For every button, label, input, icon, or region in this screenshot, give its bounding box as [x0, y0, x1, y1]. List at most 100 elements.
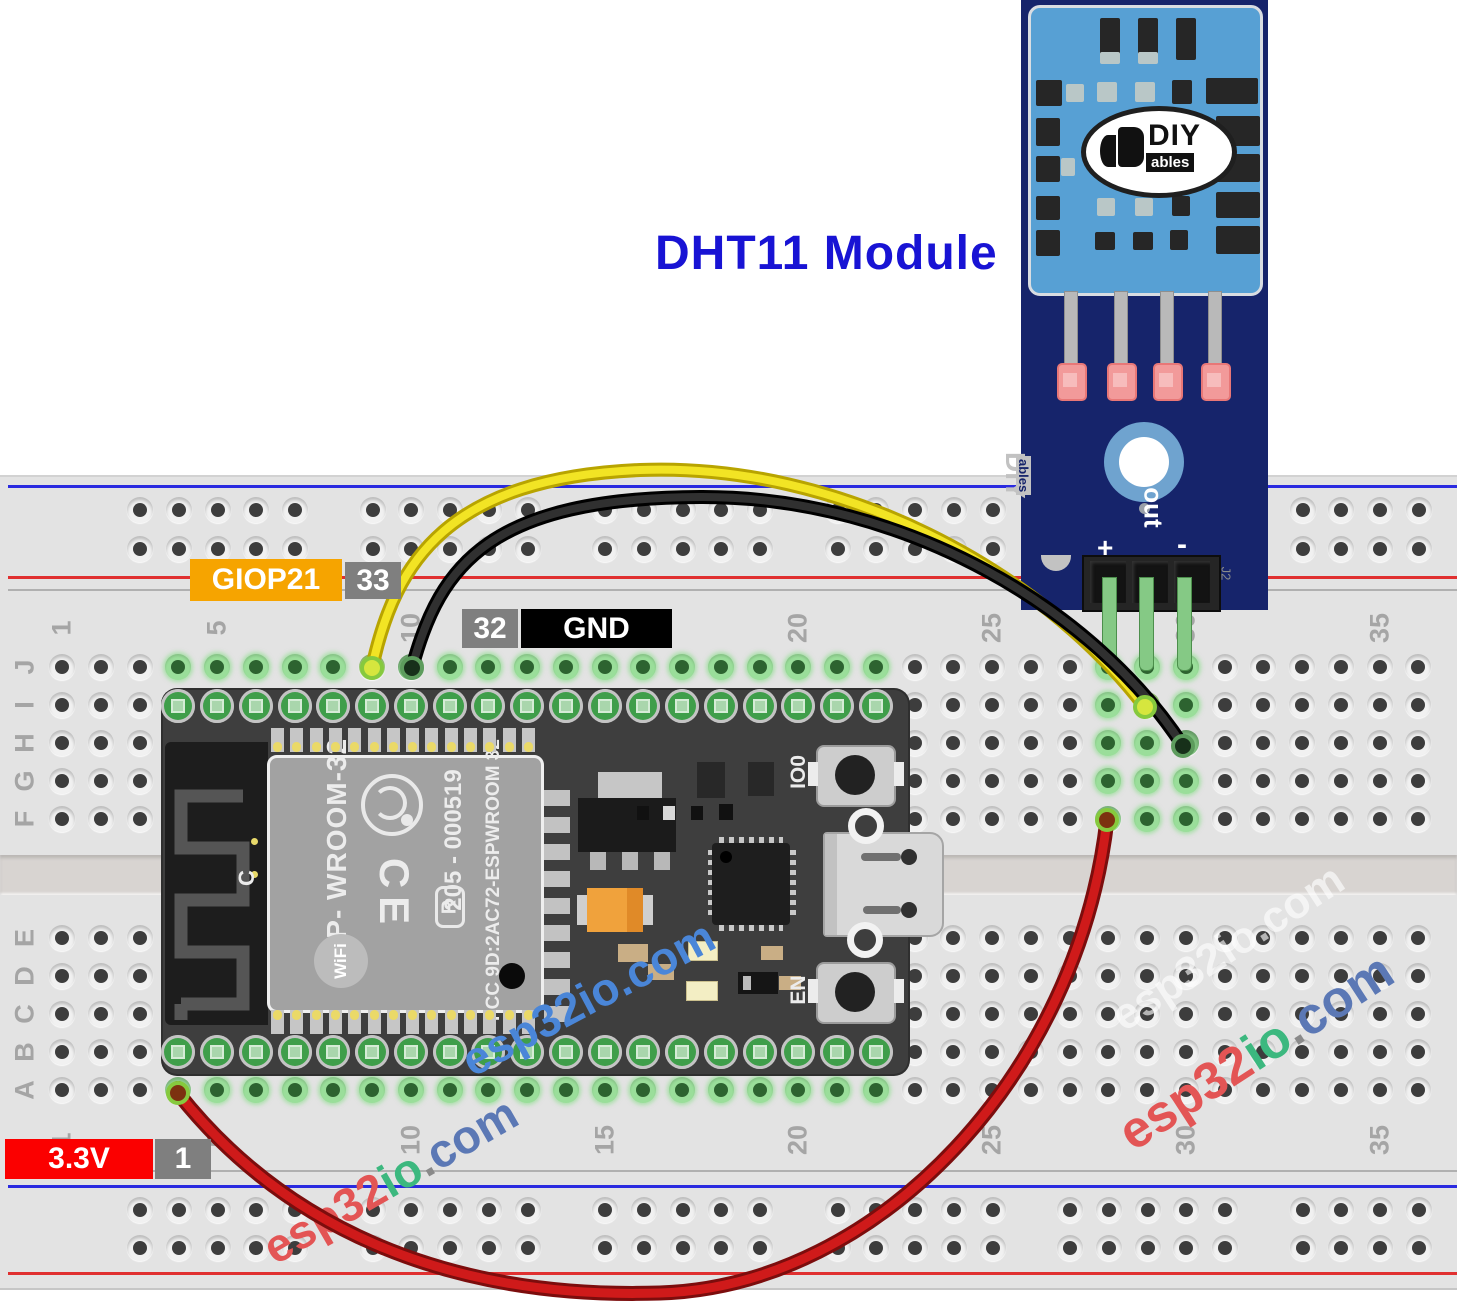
esp32-pin-pad — [200, 1035, 234, 1069]
via-dot — [1139, 503, 1150, 514]
breadboard-hole — [1405, 768, 1432, 794]
breadboard-hole — [940, 1235, 967, 1261]
transistor — [748, 762, 774, 796]
esp32-pin-pad — [548, 689, 583, 723]
esp32-pin-pad — [626, 1035, 661, 1069]
breadboard-hole — [1289, 654, 1315, 680]
breadboard-hole — [243, 1197, 270, 1223]
breadboard-hole — [475, 1197, 502, 1223]
esp32-pin-pad — [858, 689, 893, 723]
breadboard-hole — [49, 806, 75, 832]
breadboard-hole — [979, 730, 1005, 756]
breadboard-hole — [1095, 1077, 1122, 1103]
breadboard-hole — [87, 654, 114, 680]
breadboard-hole — [1289, 806, 1315, 832]
breadboard-hole — [979, 1197, 1006, 1223]
breadboard-hole — [49, 963, 75, 989]
power-rail-blue-line-top — [8, 485, 1457, 488]
pin1-dot-icon — [499, 963, 525, 989]
breadboard-hole — [940, 963, 967, 989]
regulator-leg — [654, 852, 670, 870]
led — [686, 981, 718, 1001]
breadboard-hole — [940, 497, 967, 523]
esp32-pin-pad — [277, 1035, 312, 1069]
breadboard-hole — [1289, 1077, 1315, 1103]
breadboard-hole — [1095, 925, 1122, 951]
breadboard-hole — [49, 1001, 75, 1027]
breadboard-hole — [592, 1197, 618, 1223]
breadboard-hole — [49, 1077, 75, 1103]
esp32-pin-pad — [200, 689, 234, 723]
esp32-wroom-shield: ESP- WROOM-32 CE 205 - 000519 R FCC 9D:2… — [267, 738, 544, 1021]
breadboard-hole — [126, 692, 153, 718]
breadboard-hole — [49, 692, 75, 718]
breadboard-hole — [1405, 497, 1432, 523]
chip-pins — [790, 850, 796, 920]
breadboard-hole — [1017, 806, 1044, 832]
breadboard-hole — [204, 654, 230, 680]
breadboard-hole — [630, 1235, 657, 1261]
breadboard-hole — [1405, 536, 1432, 562]
breadboard-hole — [1211, 692, 1238, 718]
pin33-label: 33 — [345, 562, 401, 599]
esp32-antenna-area — [165, 742, 268, 1025]
breadboard-hole — [437, 497, 463, 523]
esp32-pin-pad — [316, 689, 351, 723]
breadboard-hole — [1250, 963, 1277, 989]
breadboard-hole — [514, 1235, 541, 1261]
breadboard-hole — [1367, 1197, 1393, 1223]
breadboard-hole — [1017, 654, 1044, 680]
breadboard-hole — [1211, 806, 1238, 832]
breadboard-hole — [1366, 1039, 1393, 1065]
breadboard-hole — [398, 497, 425, 523]
breadboard-hole — [87, 806, 114, 832]
breadboard-hole — [901, 1077, 928, 1103]
breadboard-hole — [824, 1077, 850, 1103]
breadboard-hole — [1289, 1039, 1315, 1065]
breadboard-hole — [1366, 963, 1393, 989]
breadboard-hole — [359, 497, 386, 523]
breadboard-hole — [1327, 963, 1354, 989]
breadboard-hole — [591, 654, 618, 680]
breadboard-hole — [243, 497, 270, 523]
breadboard-hole — [1211, 654, 1238, 680]
breadboard-hole — [359, 536, 386, 562]
power-rail-red-line-bottom — [8, 1272, 1457, 1275]
gnd-label: GND — [521, 609, 672, 648]
breadboard-hole — [87, 730, 114, 756]
breadboard-hole — [1211, 963, 1238, 989]
breadboard-hole — [1366, 1001, 1393, 1027]
breadboard-hole — [87, 963, 114, 989]
breadboard-hole — [243, 1235, 270, 1261]
breadboard-hole — [475, 1235, 502, 1261]
breadboard-hole — [1212, 1197, 1238, 1223]
test-point-dot — [251, 871, 258, 878]
esp32-pin-pad — [277, 689, 312, 723]
breadboard-hole — [127, 497, 153, 523]
breadboard-hole — [746, 654, 773, 680]
breadboard-hole — [1327, 806, 1354, 832]
breadboard-hole — [1405, 654, 1432, 680]
esp32-pin-pad — [626, 689, 661, 723]
breadboard-hole — [824, 536, 851, 562]
breadboard-hole — [630, 654, 657, 680]
breadboard-hole — [1367, 536, 1393, 562]
breadboard-hole — [1250, 692, 1277, 718]
breadboard-hole — [1056, 806, 1083, 832]
esp32-pin-pad — [858, 1035, 893, 1069]
esp32-pin-pad — [587, 1035, 622, 1069]
breadboard-hole — [1327, 692, 1354, 718]
breadboard-hole — [1366, 730, 1393, 756]
ground-wire-black — [405, 489, 1190, 753]
breadboard-hole — [824, 654, 850, 680]
breadboard-hole — [1095, 730, 1122, 756]
breadboard-hole — [1289, 692, 1315, 718]
breadboard-hole — [1172, 692, 1199, 718]
breadboard-hole — [126, 768, 153, 794]
breadboard-hole — [1405, 1197, 1432, 1223]
breadboard-hole — [1056, 692, 1083, 718]
breadboard-hole — [282, 1235, 308, 1261]
breadboard-hole — [126, 925, 153, 951]
breadboard-hole — [1211, 1001, 1238, 1027]
tantalum-capacitor — [587, 888, 643, 932]
